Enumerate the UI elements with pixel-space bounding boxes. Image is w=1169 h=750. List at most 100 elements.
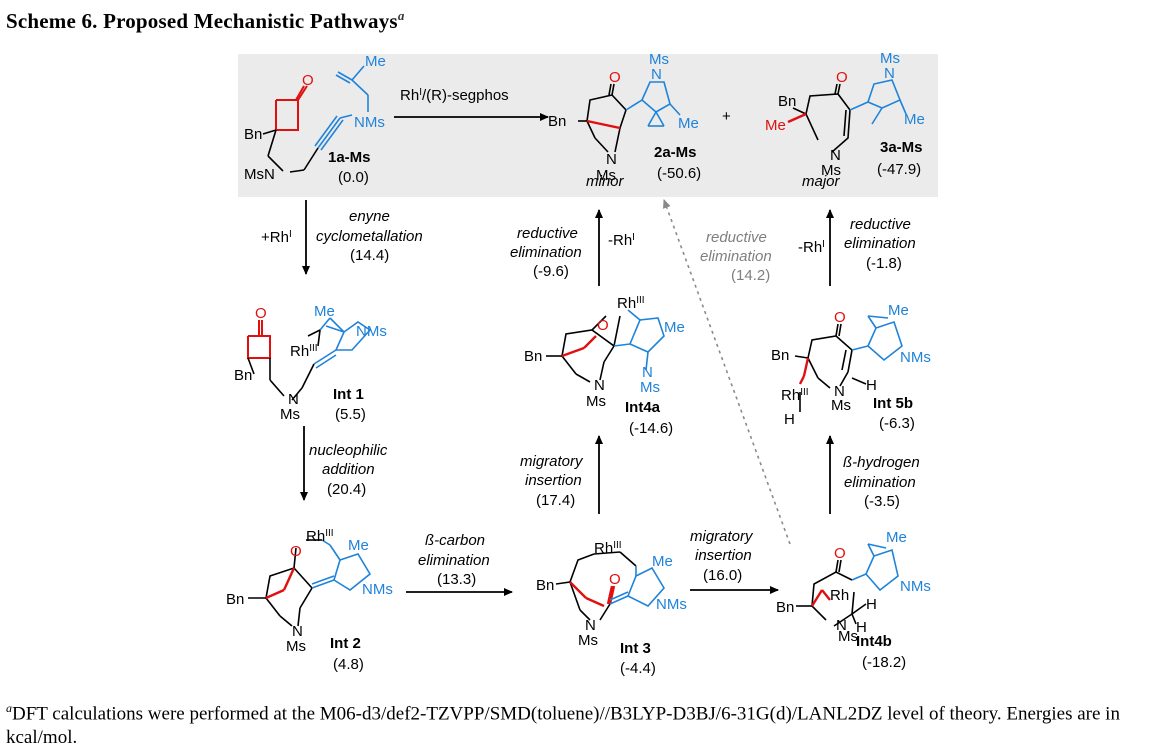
energy-2a-ms: (-50.6) <box>657 165 701 182</box>
svg-text:Bn: Bn <box>244 126 262 143</box>
svg-text:N: N <box>884 65 895 82</box>
svg-text:NMs: NMs <box>656 596 687 613</box>
step-s9-energy: (14.2) <box>731 267 770 284</box>
svg-text:NMs: NMs <box>900 349 931 366</box>
step-s7-line1: ß-hydrogen <box>843 454 920 471</box>
label-2a-ms: 2a-Ms <box>654 144 697 161</box>
svg-text:O: O <box>834 309 846 326</box>
label-int1: Int 1 <box>333 386 364 403</box>
step-s4-line1: migratory <box>520 453 584 470</box>
svg-text:H: H <box>866 596 877 613</box>
svg-text:N: N <box>651 66 662 83</box>
svg-text:Me: Me <box>365 53 386 70</box>
svg-text:Ms: Ms <box>640 379 660 396</box>
mechanism-scheme: O Bn MsN NMs Me 1a-Ms (0.0) RhI/(R)-segp… <box>226 50 938 677</box>
svg-text:O: O <box>255 305 267 322</box>
svg-text:Me: Me <box>664 319 685 336</box>
step-s3-line2: elimination <box>418 552 490 569</box>
svg-text:Me: Me <box>652 553 673 570</box>
step-s4-energy: (17.4) <box>536 492 575 509</box>
step-s6-energy: (16.0) <box>703 567 742 584</box>
svg-text:Ms: Ms <box>880 50 900 67</box>
svg-text:O: O <box>609 69 621 86</box>
plus-sign: + <box>722 108 731 125</box>
step-s3-energy: (13.3) <box>437 571 476 588</box>
svg-text:NMs: NMs <box>354 114 385 131</box>
svg-text:RhIII: RhIII <box>306 528 334 546</box>
footnote-mark: a <box>6 701 12 715</box>
svg-text:Ms: Ms <box>280 406 300 423</box>
step-s1-energy: (14.4) <box>350 247 389 264</box>
structure-3a-ms: Bn Me O N Ms Me N Ms 3a-Ms (-47.9) major <box>765 50 925 190</box>
svg-text:Bn: Bn <box>776 599 794 616</box>
step-s8-energy: (-1.8) <box>866 255 902 272</box>
svg-text:H: H <box>866 377 877 394</box>
svg-text:Bn: Bn <box>548 113 566 130</box>
structure-int1: O Bn N Ms RhIII Me NMs Int 1 (5.5) <box>234 303 387 423</box>
footnote: aDFT calculations were performed at the … <box>6 696 1162 750</box>
step-s6-line2: insertion <box>695 547 752 564</box>
svg-text:NMs: NMs <box>356 323 387 340</box>
step-s5-line2: elimination <box>510 244 582 261</box>
step-s5-line1: reductive <box>517 225 578 242</box>
step-s2-line1: nucleophilic <box>309 442 388 459</box>
label-int3: Int 3 <box>620 640 651 657</box>
svg-text:Me: Me <box>678 115 699 132</box>
label-1a-ms: 1a-Ms <box>328 149 371 166</box>
svg-text:Ms: Ms <box>596 167 616 184</box>
footnote-text: DFT calculations were performed at the M… <box>6 703 1120 749</box>
svg-text:O: O <box>302 72 314 89</box>
svg-text:H: H <box>784 411 795 428</box>
structure-int4a: Bn O RhIII Me N Ms N Ms Int4a (-14.6) <box>524 295 685 438</box>
svg-text:Ms: Ms <box>586 393 606 410</box>
scheme-title: Scheme 6. Proposed Mechanistic Pathwaysa <box>6 8 405 34</box>
step-s4-line2: insertion <box>525 472 582 489</box>
svg-text:NMs: NMs <box>900 578 931 595</box>
svg-text:Ms: Ms <box>838 628 858 645</box>
svg-text:MsN: MsN <box>244 166 275 183</box>
energy-int4a: (-14.6) <box>629 420 673 437</box>
svg-text:Bn: Bn <box>771 347 789 364</box>
label-int4b: Int4b <box>856 633 892 650</box>
svg-text:N: N <box>606 151 617 168</box>
svg-text:Bn: Bn <box>234 367 252 384</box>
energy-3a-ms: (-47.9) <box>877 161 921 178</box>
step-s5-energy: (-9.6) <box>533 263 569 280</box>
note-minor: minor <box>586 173 625 190</box>
step-s1-line2: cyclometallation <box>316 228 423 245</box>
svg-text:Me: Me <box>314 303 335 320</box>
step-s9-line1: reductive <box>706 229 767 246</box>
svg-text:RhIII: RhIII <box>617 295 645 313</box>
energy-int4b: (-18.2) <box>862 654 906 671</box>
svg-text:Ms: Ms <box>578 632 598 649</box>
arrow-step-reductive-dashed <box>662 199 791 545</box>
svg-text:N: N <box>836 617 847 634</box>
label-3a-ms: 3a-Ms <box>880 139 923 156</box>
energy-int2: (4.8) <box>333 656 364 673</box>
structure-1a-ms: O Bn MsN NMs Me 1a-Ms (0.0) <box>244 53 386 186</box>
energy-int1: (5.5) <box>335 406 366 423</box>
step-s3-line1: ß-carbon <box>425 532 485 549</box>
svg-text:Bn: Bn <box>536 577 554 594</box>
step-s2-energy: (20.4) <box>327 481 366 498</box>
svg-text:Ms: Ms <box>831 397 851 414</box>
svg-text:N: N <box>642 364 653 381</box>
svg-text:Me: Me <box>765 117 786 134</box>
svg-text:O: O <box>834 545 846 562</box>
step-s5-side: -RhI <box>608 232 635 250</box>
svg-text:Me: Me <box>904 111 925 128</box>
step-s1-line1: enyne <box>349 208 390 225</box>
svg-text:N: N <box>585 617 596 634</box>
svg-text:O: O <box>290 543 302 560</box>
label-int4a: Int4a <box>625 399 661 416</box>
step-s2-line2: addition <box>322 461 375 478</box>
structure-int2: Bn O RhIII Me NMs N Ms Int 2 (4.8) <box>226 528 393 674</box>
svg-text:Me: Me <box>348 537 369 554</box>
svg-text:Me: Me <box>888 302 909 319</box>
structure-int4b: Bn O Rh H N H Ms Me NMs Int4b (-18.2) <box>776 529 931 671</box>
step-s9-line2: elimination <box>700 248 772 265</box>
energy-int5b: (-6.3) <box>879 415 915 432</box>
svg-text:O: O <box>597 317 609 334</box>
svg-text:NMs: NMs <box>362 581 393 598</box>
label-int5b: Int 5b <box>873 395 913 412</box>
